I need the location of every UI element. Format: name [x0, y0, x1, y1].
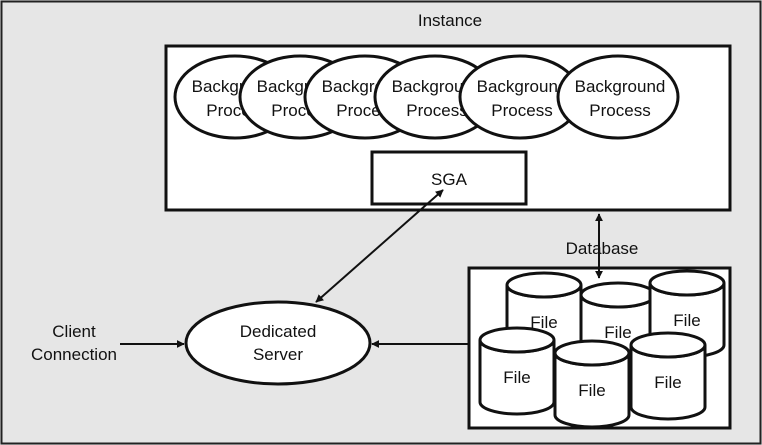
background-process-line1: Background	[477, 77, 568, 96]
dedicated-server-ellipse	[184, 300, 372, 386]
background-process-line2: Process	[589, 101, 650, 120]
database-label: Database	[566, 239, 639, 258]
background-process-line1: Background	[575, 77, 666, 96]
file-label: File	[654, 373, 681, 392]
file-label: File	[604, 323, 631, 342]
file-cylinder-top	[478, 326, 556, 354]
dedicated-server-line1: Dedicated	[240, 322, 317, 341]
background-process-ellipse	[556, 54, 680, 140]
file-cylinder: File	[629, 331, 707, 421]
file-label: File	[503, 368, 530, 387]
file-label: File	[578, 381, 605, 400]
background-process-line2: Process	[491, 101, 552, 120]
dedicated-server-line2: Server	[253, 345, 303, 364]
background-process-group: BackgroundProcessBackgroundProcessBackgr…	[173, 54, 680, 140]
file-cylinder-top	[553, 339, 631, 367]
file-cylinder-top	[648, 269, 726, 297]
client-connection-line1: Client	[52, 322, 96, 341]
sga-label: SGA	[431, 170, 468, 189]
file-cylinder: File	[478, 326, 556, 416]
file-label: File	[530, 313, 557, 332]
background-process-line2: Process	[406, 101, 467, 120]
client-connection-line2: Connection	[31, 345, 117, 364]
file-cylinder-top	[505, 271, 583, 299]
server-sga-arrow	[315, 189, 444, 303]
file-label: File	[673, 311, 700, 330]
file-cylinder-top	[629, 331, 707, 359]
file-cylinder-top	[579, 281, 657, 309]
file-cylinder: File	[553, 339, 631, 429]
instance-title: Instance	[418, 11, 482, 30]
